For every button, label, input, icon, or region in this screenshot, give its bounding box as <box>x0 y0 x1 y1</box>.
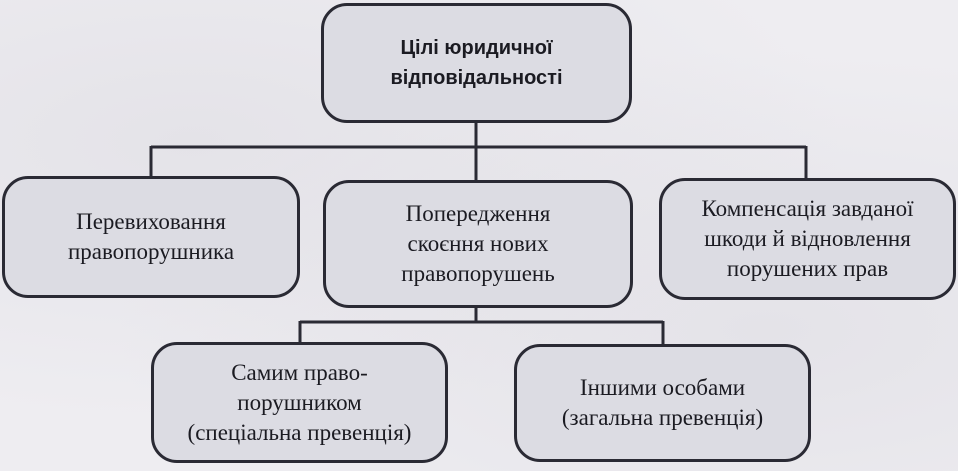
node-reeducation-label: Перевиховання правопорушника <box>67 209 235 264</box>
node-reeducation: Перевиховання правопорушника <box>2 176 300 298</box>
node-prevention: Попередження скоєння нових правопорушень <box>323 180 633 308</box>
node-compensation-label: Компенсація завданої шкоди й відновлення… <box>701 196 914 281</box>
node-general-prevention-label: Іншими особами (загальна превенція) <box>561 375 764 430</box>
node-compensation: Компенсація завданої шкоди й відновлення… <box>659 178 956 300</box>
root-node-label: Цілі юридичної відповідальності <box>390 37 563 89</box>
node-special-prevention-label: Самим право- порушником (спеціальна прев… <box>187 359 412 445</box>
node-general-prevention: Іншими особами (загальна превенція) <box>514 344 811 462</box>
root-node-legal-liability-goals: Цілі юридичної відповідальності <box>321 3 632 123</box>
node-special-prevention: Самим право- порушником (спеціальна прев… <box>151 342 448 463</box>
node-prevention-label: Попередження скоєння нових правопорушень <box>401 201 555 286</box>
